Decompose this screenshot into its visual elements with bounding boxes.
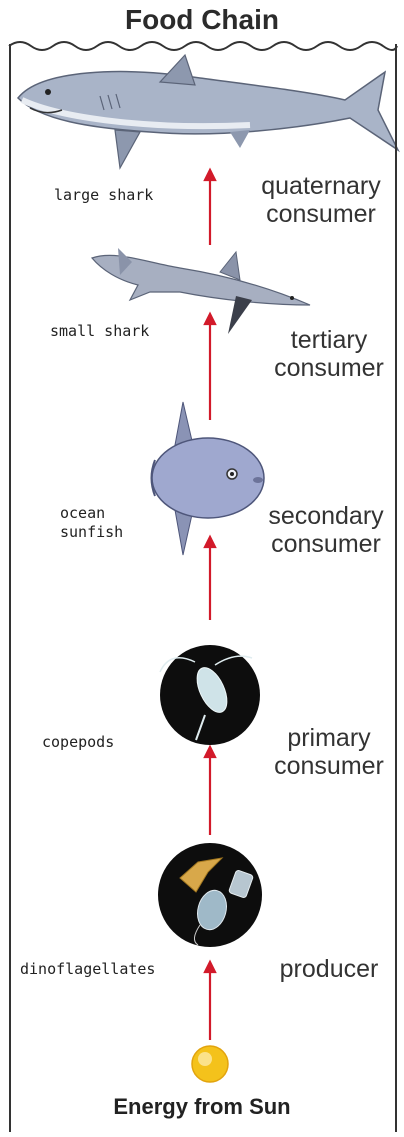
organism-label-copepods: copepods <box>42 733 114 752</box>
level-label-producer: producer <box>262 955 396 983</box>
level-label-quaternary: quaternary consumer <box>246 172 396 228</box>
organism-label-dinoflagellates: dinoflagellates <box>20 960 155 979</box>
organism-label-large-shark: large shark <box>54 186 153 205</box>
level-label-primary: primary consumer <box>262 724 396 780</box>
level-label-secondary: secondary consumer <box>256 502 396 558</box>
organism-label-small-shark: small shark <box>50 322 149 341</box>
energy-source-label: Energy from Sun <box>0 1094 404 1120</box>
level-label-tertiary: tertiary consumer <box>262 326 396 382</box>
organism-label-sunfish: ocean sunfish <box>60 504 123 542</box>
page-title: Food Chain <box>0 4 404 36</box>
